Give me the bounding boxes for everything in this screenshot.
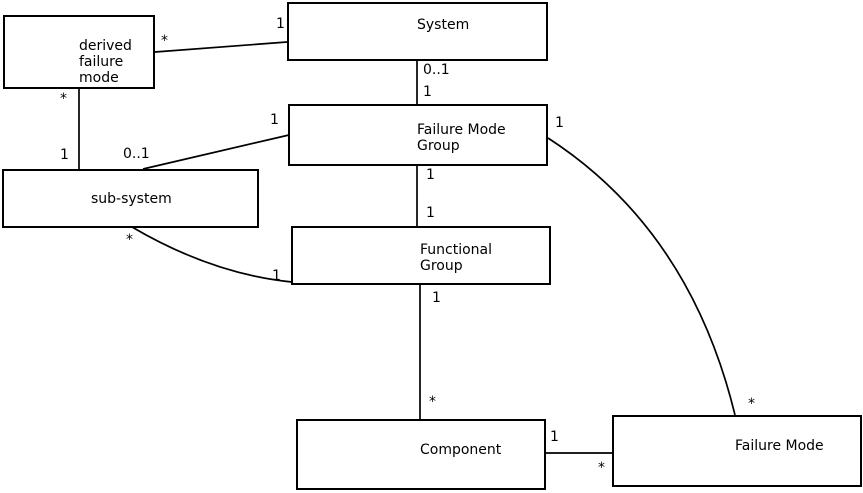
entity-label-failure-mode-group: Failure Mode Group bbox=[417, 122, 506, 154]
entity-label-line: sub-system bbox=[91, 191, 172, 207]
entity-label-line: mode bbox=[79, 70, 119, 86]
multiplicity-functional-group-end: 1 bbox=[432, 290, 441, 306]
multiplicity-sub-system-end: * bbox=[126, 232, 133, 248]
multiplicity-system-end: 1 bbox=[276, 16, 285, 32]
entity-box-failure-mode bbox=[612, 415, 862, 487]
multiplicity-functional-group-end: 1 bbox=[272, 268, 281, 284]
multiplicity-failure-mode-group-end: 1 bbox=[270, 112, 279, 128]
entity-label-line: Failure Mode bbox=[417, 122, 506, 138]
connection-line-failure-mode-group-sub-system bbox=[142, 134, 290, 170]
multiplicity-system-end: 0..1 bbox=[423, 62, 450, 78]
entity-box-component bbox=[296, 419, 546, 490]
multiplicity-failure-mode-group-end: 1 bbox=[555, 115, 564, 131]
entity-label-component: Component bbox=[420, 442, 501, 458]
connection-line-failure-mode-group-failure-mode bbox=[547, 137, 736, 416]
entity-box-derived-failure-mode bbox=[3, 15, 155, 89]
entity-label-failure-mode: Failure Mode bbox=[735, 438, 824, 454]
multiplicity-failure-mode-end: * bbox=[748, 396, 755, 412]
entity-label-derived-failure-mode: derived failure mode bbox=[79, 38, 132, 86]
entity-label-functional-group: Functional Group bbox=[420, 242, 492, 274]
connection-line-sub-system-functional-group bbox=[131, 226, 293, 283]
entity-label-sub-system: sub-system bbox=[91, 191, 172, 207]
multiplicity-failure-mode-end: * bbox=[598, 460, 605, 476]
entity-label-line: Group bbox=[417, 138, 460, 154]
multiplicity-failure-mode-group-end: 1 bbox=[423, 84, 432, 100]
multiplicity-derived-failure-mode-end: * bbox=[161, 33, 168, 49]
entity-box-functional-group bbox=[291, 226, 551, 285]
entity-label-line: derived bbox=[79, 38, 132, 54]
multiplicity-component-end: * bbox=[429, 394, 436, 410]
multiplicity-sub-system-end: 0..1 bbox=[123, 146, 150, 162]
multiplicity-sub-system-end: 1 bbox=[60, 147, 69, 163]
entity-box-system bbox=[287, 2, 548, 61]
multiplicity-functional-group-end: 1 bbox=[426, 205, 435, 221]
entity-label-line: Component bbox=[420, 442, 502, 458]
entity-label-line: Failure Mode bbox=[735, 438, 824, 454]
multiplicity-derived-failure-mode-end: * bbox=[60, 91, 67, 107]
entity-box-failure-mode-group bbox=[288, 104, 548, 166]
multiplicity-failure-mode-group-end: 1 bbox=[426, 167, 435, 183]
entity-label-line: Group bbox=[420, 258, 463, 274]
multiplicity-component-end: 1 bbox=[550, 429, 559, 445]
connection-line-derived-failure-mode-system bbox=[154, 41, 288, 53]
entity-label-line: System bbox=[417, 17, 470, 33]
entity-box-sub-system bbox=[2, 169, 259, 228]
entity-label-line: Functional bbox=[420, 242, 493, 258]
entity-label-system: System bbox=[417, 17, 469, 33]
entity-label-line: failure bbox=[79, 54, 124, 70]
